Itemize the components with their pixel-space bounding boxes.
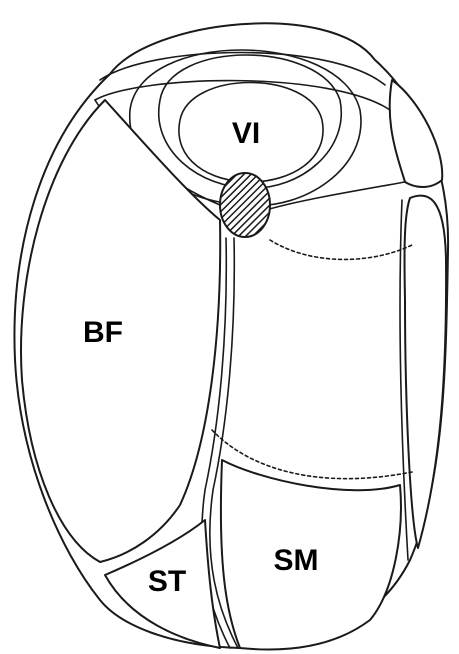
label-vi: VI xyxy=(232,117,260,150)
lateral-compartment-lower xyxy=(405,196,447,548)
label-st: ST xyxy=(148,565,186,598)
label-bf: BF xyxy=(83,316,123,349)
label-sm: SM xyxy=(274,544,319,577)
sciatic-nerve xyxy=(220,173,270,237)
